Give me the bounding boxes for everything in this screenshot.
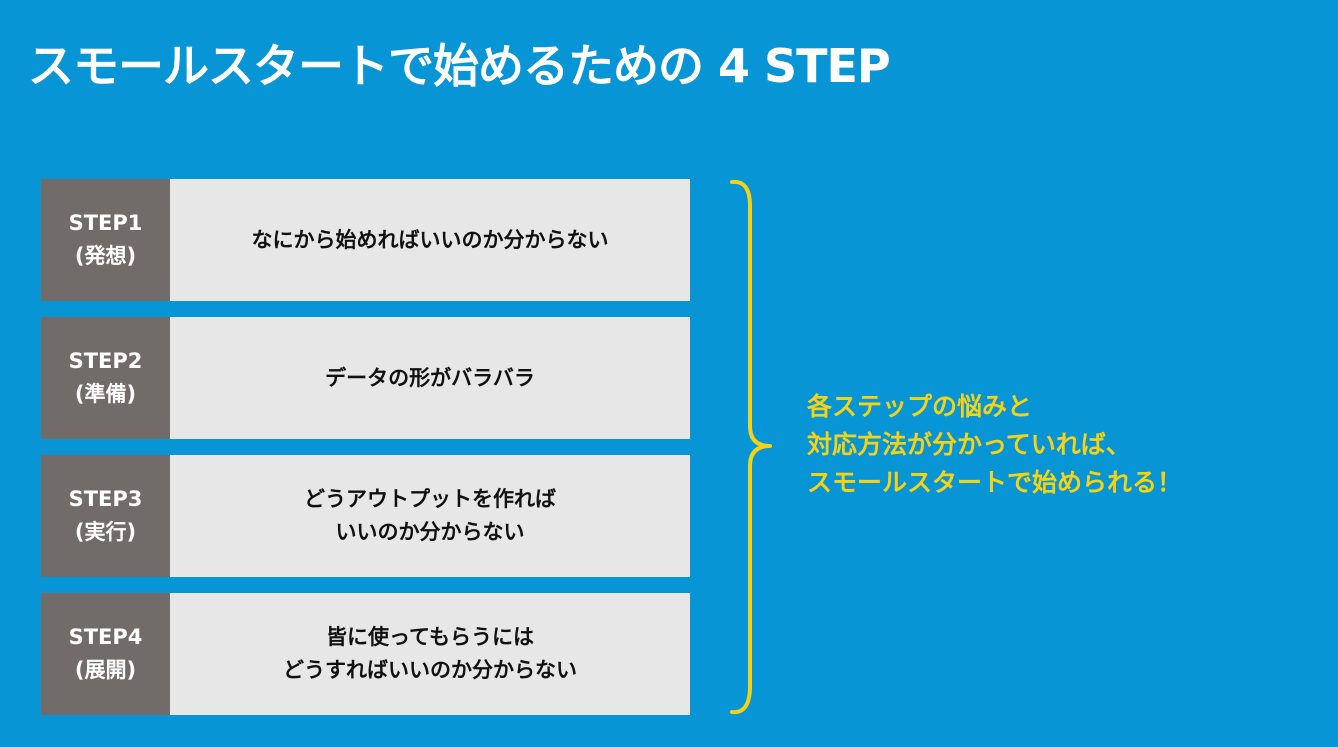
step-label: STEP4 (展開): [41, 593, 170, 715]
step-phase: (準備): [74, 382, 137, 406]
step-description: 皆に使ってもらうには どうすればいいのか分からない: [170, 593, 690, 715]
step-description: なにから始めればいいのか分からない: [170, 179, 690, 301]
step-description: データの形がバラバラ: [170, 317, 690, 439]
callout-line: スモールスタートで始められる！: [807, 468, 1183, 497]
step-description: どうアウトプットを作れば いいのか分からない: [170, 455, 690, 577]
step-text-line: なにから始めればいいのか分からない: [251, 227, 609, 252]
step-label: STEP2 (準備): [41, 317, 170, 439]
step-text-line: データの形がバラバラ: [325, 365, 535, 390]
step-text-line: 皆に使ってもらうには: [326, 625, 534, 649]
callout-message: 各ステップの悩みと 対応方法が分かっていれば、 スモールスタートで始められる！: [807, 388, 1182, 502]
step-number: STEP2: [68, 349, 143, 373]
step-number: STEP4: [68, 625, 143, 649]
callout-line: 対応方法が分かっていれば、: [807, 430, 1131, 459]
step-row-4: STEP4 (展開) 皆に使ってもらうには どうすればいいのか分からない: [41, 593, 690, 715]
step-phase: (展開): [74, 658, 137, 682]
step-label: STEP1 (発想): [41, 179, 170, 301]
step-row-3: STEP3 (実行) どうアウトプットを作れば いいのか分からない: [41, 455, 690, 577]
step-text-line: どうアウトプットを作れば: [304, 487, 556, 511]
step-row-1: STEP1 (発想) なにから始めればいいのか分からない: [41, 179, 690, 301]
callout-line: 各ステップの悩みと: [807, 392, 1033, 421]
step-label: STEP3 (実行): [41, 455, 170, 577]
brace-path: [730, 179, 772, 715]
step-list: STEP1 (発想) なにから始めればいいのか分からない STEP2 (準備) …: [41, 179, 690, 715]
right-brace-icon: [730, 179, 772, 715]
step-row-2: STEP2 (準備) データの形がバラバラ: [41, 317, 690, 439]
step-text-line: いいのか分からない: [335, 520, 525, 544]
step-phase: (発想): [74, 244, 137, 268]
step-text-line: どうすればいいのか分からない: [283, 658, 577, 682]
step-number: STEP3: [68, 487, 143, 511]
step-number: STEP1: [68, 211, 143, 235]
slide-title: スモールスタートで始めるための 4 STEP: [28, 39, 891, 93]
step-phase: (実行): [74, 520, 137, 544]
